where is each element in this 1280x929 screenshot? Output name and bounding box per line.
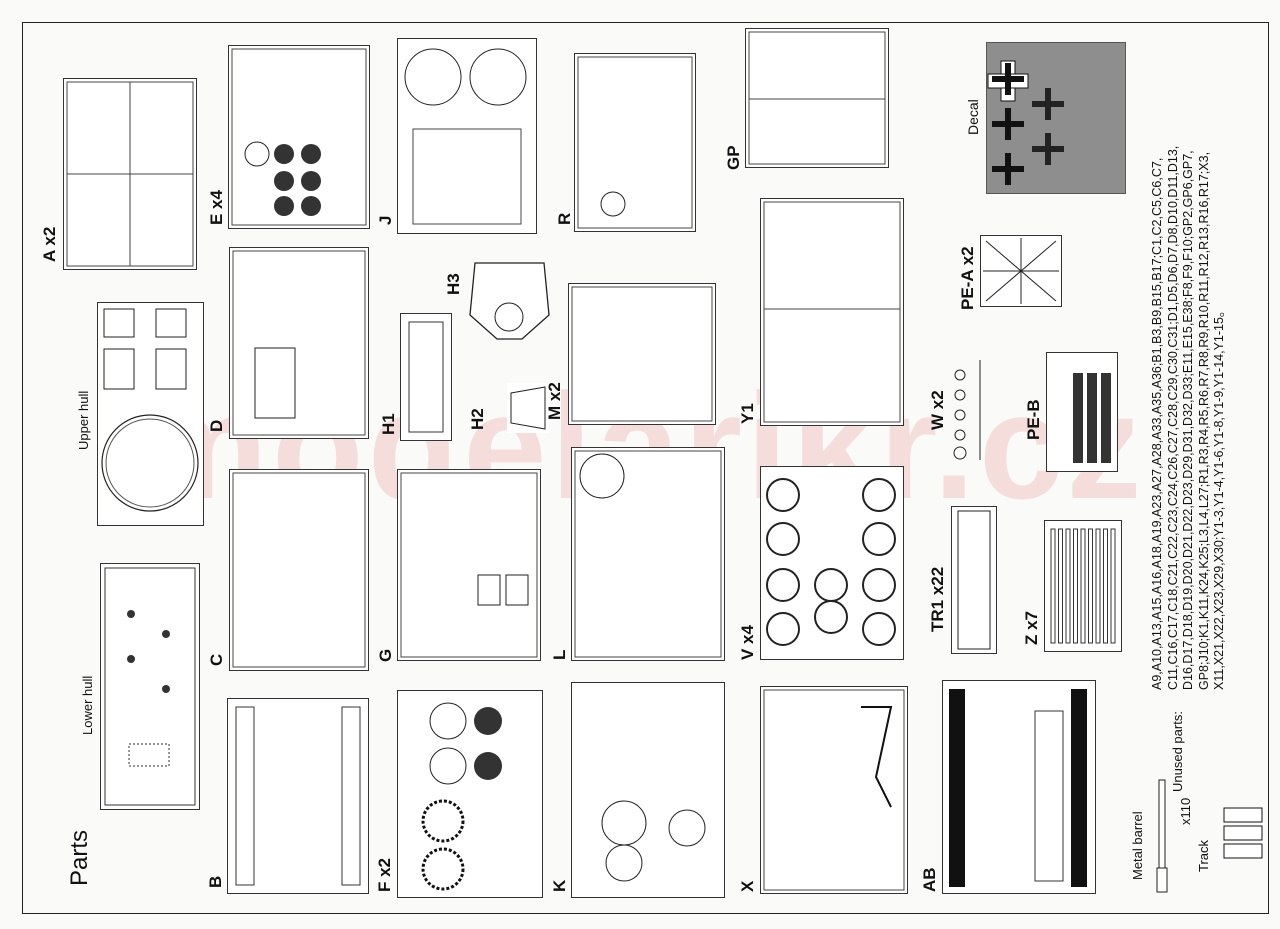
road-wheel [862,522,896,556]
road-wheel [862,568,896,602]
unused-parts-line: C11,C16,C17,C18,C21,C22,C23,C24,C26,C27,… [1165,145,1180,690]
page-title: Parts [66,829,93,886]
sprue-e-label: E x4 [207,190,226,225]
track-pin [1110,528,1116,644]
sprue-r-label: R [555,212,574,225]
sprue-d-label: D [207,419,226,432]
page-frame [22,22,1269,914]
sprue-j-label: J [376,215,395,225]
sprue-l [571,447,725,661]
metal-barrel-label: Metal barrel [1130,811,1145,880]
sprue-gp-label: GP [724,145,743,170]
track-pin [1058,528,1063,644]
sprue-v-label: V x4 [738,625,757,660]
sprue-ab [942,680,1096,894]
sprue-h1-label: H1 [379,413,398,435]
lower-hull-label: Lower hull [80,675,95,735]
unused-parts-line: GP8;J10;K1,K11,K24,K25;L3,L4,L27;R1,R3,R… [1196,151,1211,690]
track-pin [1095,528,1101,644]
sprue-a-label: A x2 [40,226,59,262]
lower-hull-part [100,563,200,810]
sprue-w [950,355,1008,467]
sprue-j [397,38,537,234]
unused-parts-line: X11,X21,X22,X23,X29,X30;Y1-3,Y1-4,Y1-6,Y… [1212,304,1226,690]
sprue-g [397,469,541,661]
track-pin [1073,528,1078,644]
sprue-h1 [400,313,452,441]
track-pin [1103,528,1108,644]
unused-parts-line: A9,A10,A13,A15,A16,A18,A19,A23,A27,A28,A… [1150,157,1164,690]
sprue-m-label: M x2 [545,382,564,420]
road-wheel [862,612,896,646]
unused-parts-line: D16,D17,D18,D19,D20,D21,D22,D23,D29,D31,… [1181,150,1195,690]
sprue-d [229,247,369,439]
upper-hull-part [97,302,204,526]
pe-a-label: PE-A x2 [958,246,977,310]
sprue-f [397,690,543,898]
sprue-b-label: B [206,875,225,888]
sprue-h3 [467,255,552,342]
upper-hull-label: Upper hull [76,390,91,450]
sprue-h3-label: H3 [444,273,463,295]
road-wheel [814,600,848,634]
pe-a-fret [980,235,1062,307]
sprue-v [760,466,904,660]
decal-sheet [986,42,1126,194]
pe-b-fret [1046,352,1118,472]
metal-barrel-part [1155,778,1169,894]
sprue-gp [745,28,889,168]
sprue-m [568,283,716,425]
sprue-k [571,682,725,898]
sprue-z [1044,520,1122,652]
sprue-tr1 [951,506,997,654]
road-wheel [766,568,800,602]
decal-label: Decal [965,99,981,135]
road-wheel [862,478,896,512]
sprue-x [760,686,908,894]
road-wheel [766,478,800,512]
sprue-h2 [507,383,549,433]
sprue-f-label: F x2 [375,857,394,892]
track-count: x110 [1178,797,1193,825]
unused-parts-label: Unused parts: [1170,711,1185,792]
sprue-h2-label: H2 [468,408,487,430]
sprue-k-label: K [550,879,569,892]
track-pin [1080,528,1086,644]
sprue-r [574,53,696,232]
pe-b-label: PE-B [1024,399,1043,440]
sprue-tr1-label: TR1 x22 [928,566,947,632]
sprue-x-label: X [738,880,757,892]
track-link-part [1218,804,1268,872]
track-label: Track [1196,839,1211,872]
sprue-ab-label: AB [920,867,939,892]
sprue-e [228,45,370,229]
lower-hull-drawing [104,567,196,806]
road-wheel [766,612,800,646]
sprue-w-label: W x2 [928,390,947,430]
track-pin [1088,528,1093,644]
sprue-l-label: L [550,649,569,660]
unused-parts: A9,A10,A13,A15,A16,A18,A19,A23,A27,A28,A… [1150,40,1226,690]
sprue-c [229,469,369,671]
sprue-a [63,78,197,270]
track-pin [1065,528,1071,644]
sprue-y1 [760,198,904,426]
sprue-c-label: C [207,653,226,666]
sprue-g-label: G [376,648,395,662]
road-wheel [766,522,800,556]
road-wheel [814,568,848,602]
sprue-y1-label: Y1 [738,403,757,424]
track-pin [1050,528,1056,644]
sprue-b [227,698,369,894]
upper-hull-drawing [101,308,199,512]
sprue-z-label: Z x7 [1022,610,1041,645]
